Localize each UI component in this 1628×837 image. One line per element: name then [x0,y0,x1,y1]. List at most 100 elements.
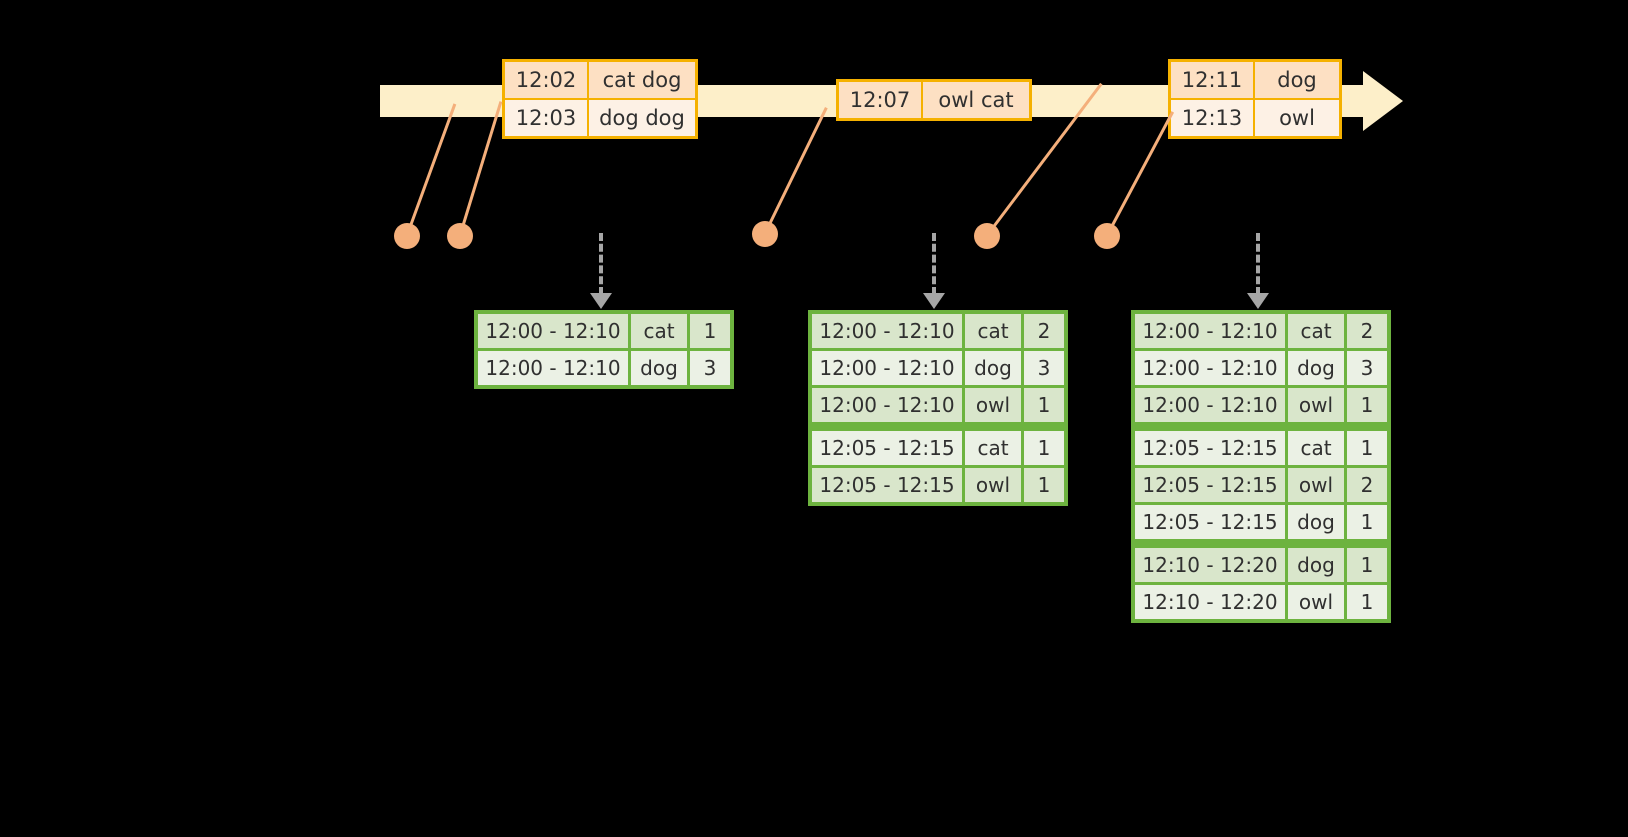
table-cell-word: dog [1288,548,1344,582]
event-time: 12:07 [839,82,923,118]
event-dot-marker-5[interactable] [1094,223,1120,249]
event-time: 12:11 [1171,62,1255,98]
table-group-separator [1135,425,1387,428]
flow-arrow-head-3 [1247,293,1269,309]
event-time: 12:02 [505,62,589,98]
flow-arrow-line-3 [1256,233,1260,295]
table-cell-window: 12:00 - 12:10 [478,351,628,385]
event-words: owl [1279,106,1315,130]
table-cell-count: 3 [690,351,730,385]
connector-line-3 [763,107,828,235]
table-cell-word: owl [1288,585,1344,619]
table-cell-window: 12:00 - 12:10 [1135,351,1285,385]
table-cell-window: 12:00 - 12:10 [812,351,962,385]
event-words: dog dog [599,106,685,130]
table-cell-count: 1 [1347,505,1387,539]
event-dot-marker-2[interactable] [447,223,473,249]
table-cell-count: 2 [1347,468,1387,502]
table-cell-word: cat [965,314,1021,348]
table-cell-window: 12:05 - 12:15 [1135,468,1285,502]
event-time: 12:13 [1171,100,1255,136]
event-words: owl cat [938,88,1014,112]
table-cell-count: 3 [1024,351,1064,385]
flow-arrow-line-2 [932,233,936,295]
table-cell-window: 12:05 - 12:15 [812,468,962,502]
event-time: 12:03 [505,100,589,136]
event-row: 12:11 dog [1171,62,1339,98]
table-cell-count: 1 [1347,548,1387,582]
table-cell-word: owl [1288,388,1344,422]
table-cell-window: 12:00 - 12:10 [1135,314,1285,348]
flow-arrow-line-1 [599,233,603,295]
table-cell-window: 12:10 - 12:20 [1135,548,1285,582]
event-words: cat dog [602,68,682,92]
table-cell-count: 2 [1024,314,1064,348]
event-dot-marker-3[interactable] [752,221,778,247]
connector-line-2 [458,101,503,236]
table-cell-word: dog [965,351,1021,385]
table-cell-word: cat [631,314,687,348]
event-row: 12:03 dog dog [505,98,695,136]
event-dot-marker-1[interactable] [394,223,420,249]
table-cell-window: 12:00 - 12:10 [812,388,962,422]
event-box-3[interactable]: 12:11 dog 12:13 owl [1168,59,1342,139]
table-cell-word: dog [1288,351,1344,385]
table-cell-count: 1 [1347,585,1387,619]
table-cell-word: owl [1288,468,1344,502]
table-cell-window: 12:00 - 12:10 [1135,388,1285,422]
table-cell-word: cat [1288,431,1344,465]
table-cell-window: 12:00 - 12:10 [478,314,628,348]
table-cell-window: 12:10 - 12:20 [1135,585,1285,619]
table-cell-count: 1 [1347,388,1387,422]
event-row: 12:02 cat dog [505,62,695,98]
table-cell-count: 3 [1347,351,1387,385]
table-cell-count: 1 [1347,431,1387,465]
event-row: 12:13 owl [1171,98,1339,136]
table-cell-count: 1 [1024,468,1064,502]
table-cell-window: 12:05 - 12:15 [812,431,962,465]
table-cell-word: owl [965,388,1021,422]
timeline-arrowhead [1363,71,1403,131]
event-box-2[interactable]: 12:07 owl cat [836,79,1032,121]
flow-arrow-head-1 [590,293,612,309]
flow-arrow-head-2 [923,293,945,309]
table-cell-word: dog [631,351,687,385]
connector-line-1 [405,103,457,237]
table-cell-count: 2 [1347,314,1387,348]
event-dot-marker-4[interactable] [974,223,1000,249]
table-cell-window: 12:05 - 12:15 [1135,431,1285,465]
event-box-1[interactable]: 12:02 cat dog 12:03 dog dog [502,59,698,139]
table-group-separator [812,425,1064,428]
table-cell-count: 1 [690,314,730,348]
table-cell-count: 1 [1024,431,1064,465]
table-cell-window: 12:05 - 12:15 [1135,505,1285,539]
table-cell-word: cat [1288,314,1344,348]
table-group-separator [1135,542,1387,545]
table-cell-word: dog [1288,505,1344,539]
event-row: 12:07 owl cat [839,82,1029,118]
event-words: dog [1277,68,1317,92]
table-cell-count: 1 [1024,388,1064,422]
connector-line-5 [1105,111,1175,237]
table-cell-word: cat [965,431,1021,465]
table-cell-word: owl [965,468,1021,502]
